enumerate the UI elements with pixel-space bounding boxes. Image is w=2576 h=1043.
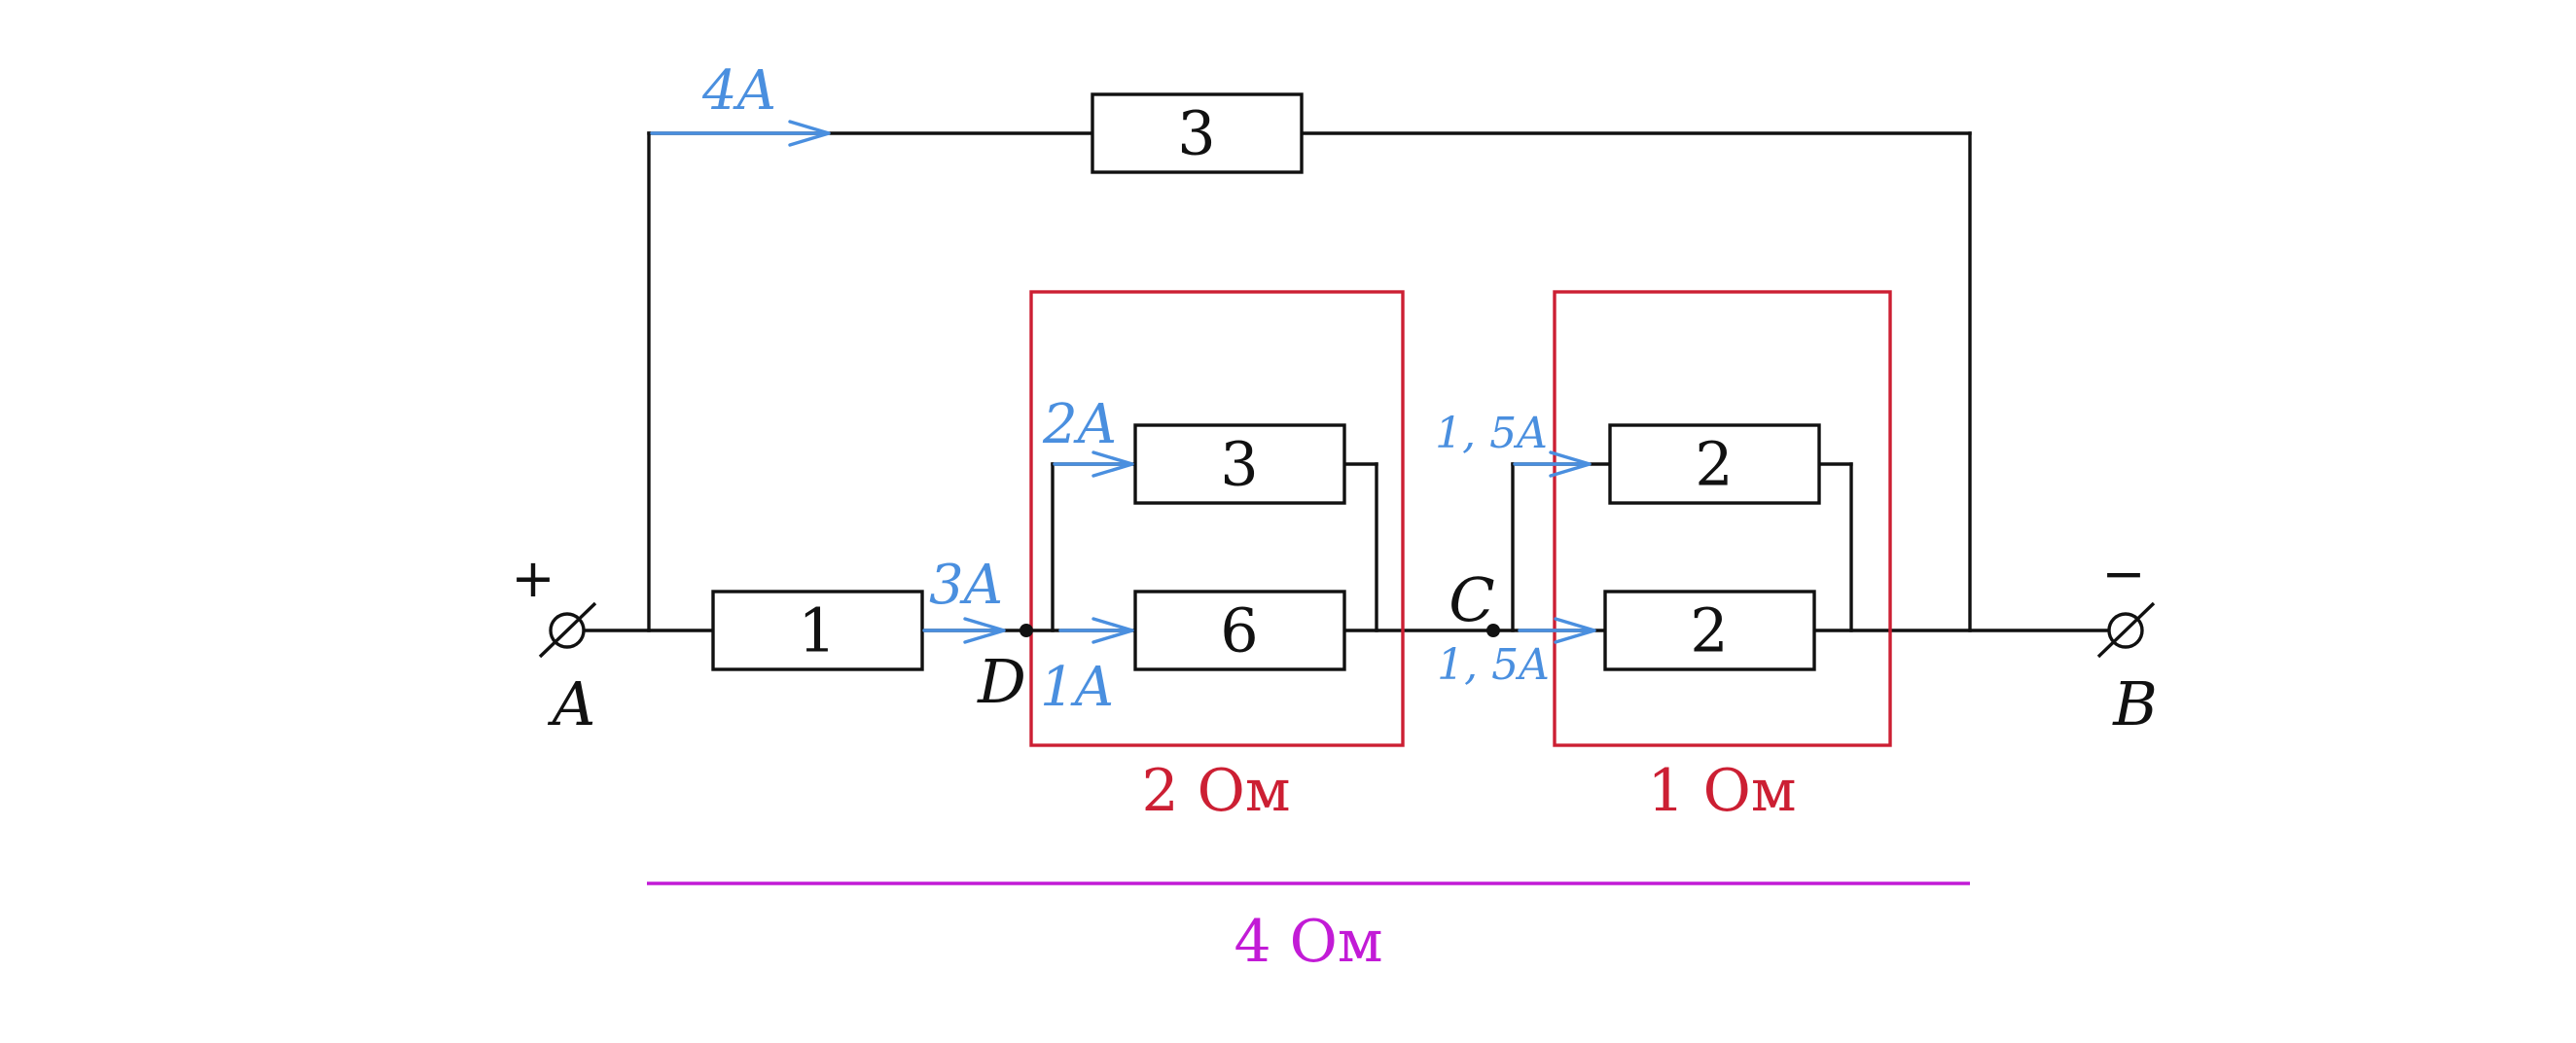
group2-resistance-label: 1 Ом [1647,757,1796,825]
current-label-top: 4A [701,59,776,123]
resistor-top: 3 [1091,92,1304,174]
current-label-series: 3A [929,554,1003,617]
resistor-series: 1 [711,590,924,671]
node-d-label: D [977,646,1026,717]
current-label-par2-bottom: 1, 5A [1437,640,1550,690]
current-label-par1-top: 2A [1042,393,1117,456]
current-label-par2-top: 1, 5A [1435,409,1548,458]
resistor-par2-bottom-value: 2 [1690,595,1728,666]
terminal-a [538,601,597,659]
resistor-par1-top-value: 3 [1220,429,1258,500]
node-c-label: C [1449,564,1494,635]
resistor-series-value: 1 [798,595,836,666]
group1-box [1029,290,1405,747]
resistor-top-value: 3 [1177,98,1215,169]
current-arrow-series [922,617,1006,644]
node-c-dot [1486,624,1500,637]
wires [582,131,2126,632]
terminal-a-sign: + [511,548,555,609]
resistor-par2-top: 2 [1608,423,1821,505]
terminal-b-sign: − [2101,543,2145,604]
terminal-b [2096,601,2156,659]
current-label-par1-bottom: 1A [1040,656,1114,719]
resistor-par1-top: 3 [1133,423,1346,505]
current-arrow-par2-top [1513,450,1592,478]
terminal-b-label: B [2112,668,2158,739]
resistor-par1-bottom-value: 6 [1220,595,1258,666]
resistor-par1-bottom: 6 [1133,590,1346,671]
current-arrow-par1-top [1053,450,1134,478]
group2-box [1553,290,1892,747]
current-arrow-par2-bottom [1518,617,1596,644]
group1-resistance-label: 2 Ом [1141,757,1290,825]
resistor-par2-top-value: 2 [1695,429,1733,500]
node-d-dot [1020,624,1033,637]
resistor-par2-bottom: 2 [1603,590,1816,671]
total-resistance-label: 4 Ом [1234,908,1382,976]
terminal-a-label: A [548,668,596,739]
current-arrow-par1-bottom [1058,617,1134,644]
current-arrow-top [650,120,831,147]
